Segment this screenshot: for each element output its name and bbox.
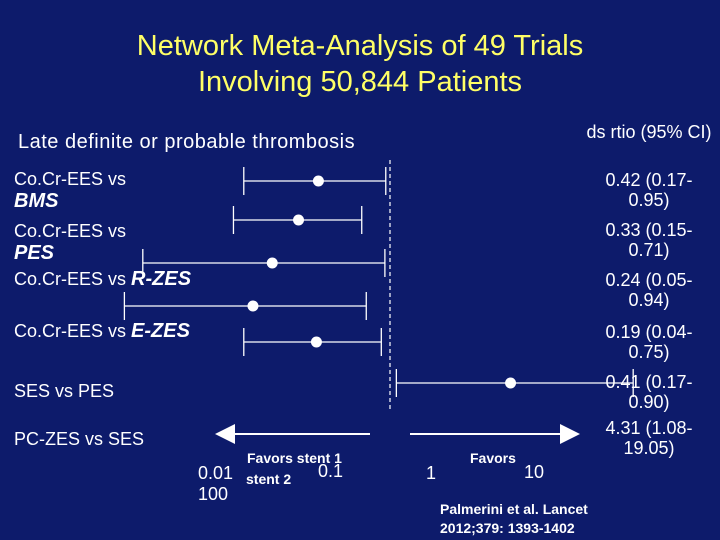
row-label-lead: Co.Cr-EES vs [14,169,127,189]
row-label-1: Co.Cr-EES vs PES [14,220,194,264]
citation-line-1: Palmerini et al. Lancet [440,501,588,517]
column-header: ds rtio (95% CI) [586,122,712,142]
row-label-comparator: E-ZES [131,320,190,342]
estimate-point-5 [505,377,517,389]
citation: Palmerini et al. Lancet 2012;379: 1393-1… [440,500,588,538]
row-label-lead: Co.Cr-EES vs [14,269,132,289]
row-label-lead: SES vs PES [14,381,115,401]
row-label-comparator: PES [14,242,55,264]
favors-right-label: Favors [470,450,516,466]
row-value-0: 0.42 (0.17-0.95) [605,170,693,210]
row-value-3: 0.19 (0.04-0.75) [605,322,693,362]
row-label-lead: Co.Cr-EES vs [14,321,132,341]
estimate-point-2 [266,257,278,269]
row-value-1: 0.33 (0.15-0.71) [605,220,693,260]
title-line-1: Network Meta-Analysis of 49 Trials [136,30,584,62]
row-label-5: PC-ZES vs SES [14,428,194,450]
slide-title: Network Meta-Analysis of 49 Trials Invol… [0,28,720,100]
tick-label-0.1: 0.1 [318,461,344,481]
row-label-3: Co.Cr-EES vs E-ZES [14,320,194,342]
citation-line-2: 2012;379: 1393-1402 [440,520,575,536]
estimate-point-0 [312,175,324,187]
row-label-lead: PC-ZES vs SES [14,429,145,449]
row-value-4: 0.41 (0.17-0.90) [605,372,693,412]
tick-label-0.01: 0.01 [198,463,234,483]
favors-left-label-2: stent 2 [246,471,292,487]
row-label-4: SES vs PES [14,380,194,402]
row-label-0: Co.Cr-EES vs BMS [14,168,194,212]
row-label-lead: Co.Cr-EES vs [14,221,127,241]
row-value-2: 0.24 (0.05-0.94) [605,270,693,310]
chart-subtitle: Late definite or probable thrombosis [18,131,356,153]
tick-label-10: 10 [524,462,545,482]
row-value-5: 4.31 (1.08-19.05) [605,418,693,458]
row-label-comparator: BMS [14,190,59,212]
tick-label-1: 1 [426,463,437,483]
estimate-point-1 [293,214,305,226]
estimate-point-3 [247,300,259,312]
estimate-point-4 [310,336,322,348]
title-line-2: Involving 50,844 Patients [197,66,523,98]
favors-left-label: Favors stent 1 [247,450,342,466]
row-label-2: Co.Cr-EES vs R-ZES [14,268,194,290]
row-label-comparator: R-ZES [131,268,192,290]
tick-label-100: 100 [198,484,229,504]
